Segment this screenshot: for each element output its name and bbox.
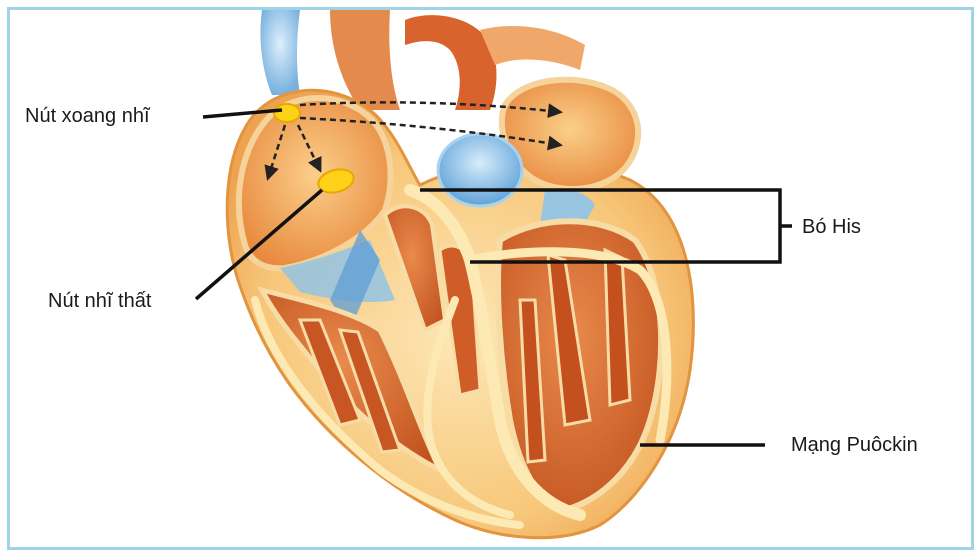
sinoatrial-node	[274, 104, 300, 122]
label-bundle-of-his: Bó His	[802, 215, 861, 239]
label-atrioventricular-node: Nút nhĩ thất	[48, 289, 151, 313]
label-sinoatrial-node: Nút xoang nhĩ	[25, 104, 150, 128]
label-purkinje-network: Mạng Puôckin	[791, 433, 918, 457]
